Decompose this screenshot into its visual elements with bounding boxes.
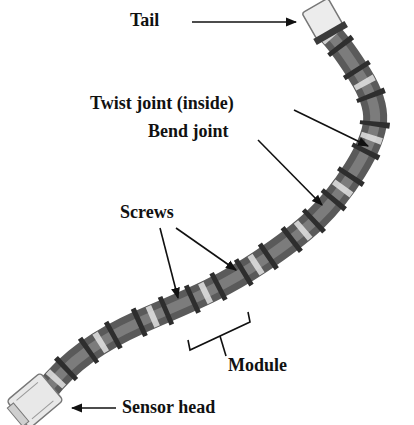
sensor-head bbox=[3, 373, 63, 425]
module-bracket bbox=[188, 312, 250, 350]
part-label: Bend joint bbox=[148, 122, 229, 142]
part-label: Module bbox=[228, 356, 287, 376]
robot-body bbox=[45, 28, 375, 392]
part-label: Twist joint (inside) bbox=[90, 94, 234, 114]
screw-arrow bbox=[160, 228, 178, 298]
sensor-arrow bbox=[72, 407, 116, 409]
part-label: Tail bbox=[130, 11, 159, 31]
module-tick bbox=[220, 336, 226, 356]
tail-arrow bbox=[192, 21, 296, 23]
part-label: Screws bbox=[120, 203, 174, 223]
tail-block bbox=[299, 0, 348, 45]
bend-arrow bbox=[258, 140, 322, 205]
part-label: Sensor head bbox=[122, 398, 215, 418]
joint-rings bbox=[45, 28, 375, 392]
leader-lines bbox=[72, 22, 368, 408]
screw-arrow bbox=[176, 228, 236, 270]
twist-arrow bbox=[294, 110, 368, 146]
twist-joint-sections bbox=[45, 28, 375, 392]
